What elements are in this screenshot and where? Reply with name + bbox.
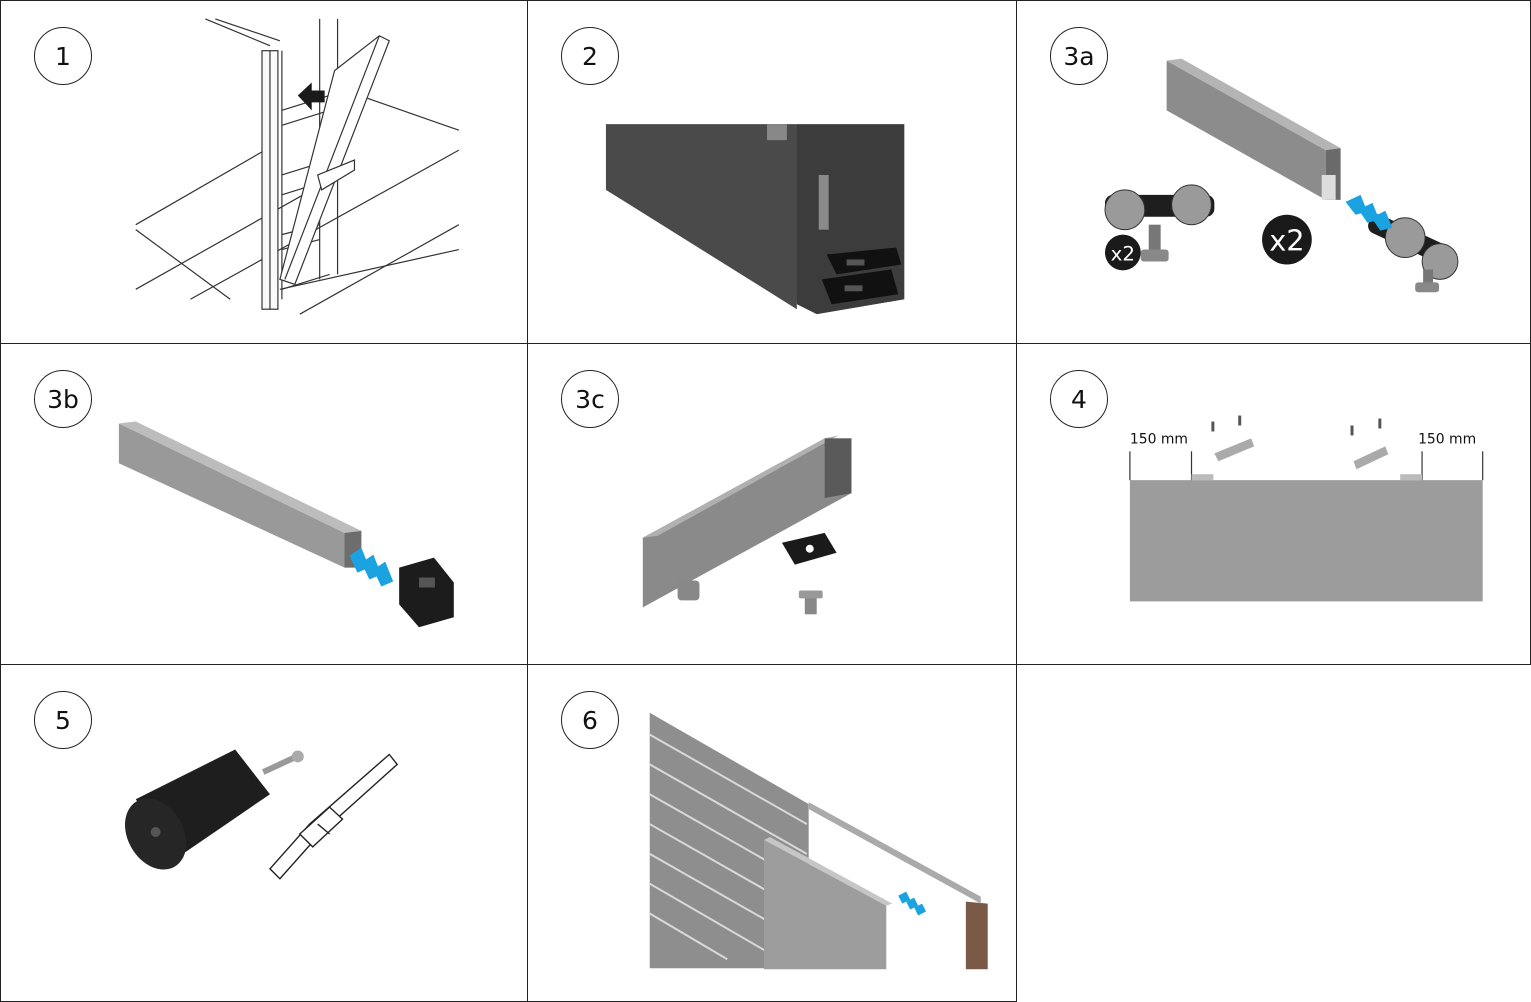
step-3b-panel: 3b bbox=[0, 343, 528, 665]
end-cap-part bbox=[399, 557, 454, 628]
empty-panel bbox=[1016, 664, 1531, 1002]
step-badge: 6 bbox=[561, 691, 619, 749]
door-frame-illustration bbox=[135, 18, 460, 315]
floor-guide-and-cutter-illustration bbox=[125, 749, 399, 880]
step-3a-panel: 3a bbox=[1016, 0, 1531, 344]
step-badge: 5 bbox=[34, 691, 92, 749]
floor-guide-part bbox=[125, 749, 304, 870]
step-1-panel: 1 bbox=[0, 0, 528, 344]
insert-direction-arrow-icon bbox=[1345, 194, 1393, 231]
sliding-door-panel bbox=[764, 839, 887, 970]
step-2-panel: 2 bbox=[527, 0, 1017, 344]
quantity-large-label: x2 bbox=[1269, 224, 1304, 258]
step-badge: 3c bbox=[561, 370, 619, 428]
track-rollers-illustration: x2 x2 bbox=[1104, 58, 1459, 293]
bracket-left bbox=[1211, 415, 1255, 462]
overhead-track bbox=[808, 802, 981, 904]
step-badge: 1 bbox=[34, 27, 92, 85]
screw-part bbox=[804, 594, 817, 615]
door-bottom-guide-illustration bbox=[605, 124, 905, 315]
end-cap-insert-illustration bbox=[118, 421, 454, 628]
left-dimension-label: 150 mm bbox=[1130, 431, 1188, 447]
right-dimension-label: 150 mm bbox=[1418, 431, 1476, 447]
quantity-small-label: x2 bbox=[1111, 242, 1135, 265]
quantity-badge-large bbox=[1262, 214, 1312, 265]
roller-assembly-left bbox=[1104, 184, 1215, 262]
direction-arrow-icon bbox=[297, 82, 325, 111]
door-jamb bbox=[965, 901, 988, 970]
step-5-panel: 5 bbox=[0, 664, 528, 1002]
step-3c-panel: 3c bbox=[527, 343, 1017, 665]
bracket-placement-illustration: 150 mm 150 mm bbox=[1129, 415, 1484, 602]
door-panel bbox=[1129, 480, 1483, 602]
quantity-badge-small bbox=[1104, 234, 1141, 271]
step-badge: 4 bbox=[1050, 370, 1108, 428]
roller-bolt bbox=[677, 580, 700, 601]
step-badge: 3a bbox=[1050, 27, 1108, 85]
step-4-panel: 4 150 mm 150 mm bbox=[1016, 343, 1531, 665]
utility-knife-icon bbox=[269, 753, 399, 880]
step-6-panel: 6 bbox=[527, 664, 1017, 1002]
step-badge: 2 bbox=[561, 27, 619, 85]
slide-direction-arrow-icon bbox=[898, 891, 927, 916]
step-badge: 3b bbox=[34, 370, 92, 428]
insert-direction-arrow-icon bbox=[349, 547, 394, 587]
track-stopper-illustration bbox=[642, 435, 852, 615]
bracket-right bbox=[1350, 418, 1389, 470]
door-hanging-illustration bbox=[649, 712, 988, 970]
